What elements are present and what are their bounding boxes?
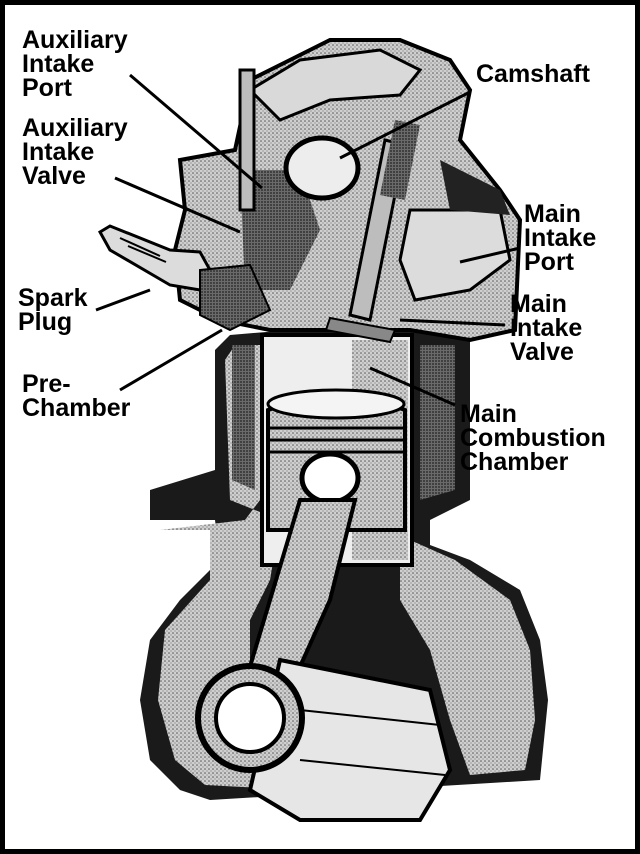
label-main-intake-port: Main Intake Port bbox=[524, 200, 597, 276]
crankcase-right-shading bbox=[400, 540, 535, 775]
label-line: Port bbox=[22, 74, 72, 102]
crankpin-bore bbox=[214, 682, 286, 754]
label-line: Intake bbox=[510, 314, 583, 342]
leader-camshaft bbox=[339, 90, 471, 160]
label-line: Intake bbox=[524, 224, 597, 252]
crank-line-1 bbox=[299, 709, 441, 726]
leader-aux-valve bbox=[114, 176, 241, 234]
water-jacket-right bbox=[420, 345, 455, 500]
camshaft-lobe bbox=[283, 135, 361, 201]
leader-aux-port bbox=[129, 73, 263, 190]
crankcase-wall-shading bbox=[158, 345, 310, 790]
label-line: Main bbox=[524, 200, 581, 228]
label-line: Chamber bbox=[460, 448, 569, 476]
label-camshaft: Camshaft bbox=[476, 60, 590, 88]
label-line: Camshaft bbox=[476, 60, 590, 88]
valve-spring bbox=[380, 120, 420, 200]
crank-line-2 bbox=[299, 759, 446, 776]
label-line: Main bbox=[510, 290, 567, 318]
label-spark-plug: Spark Plug bbox=[18, 284, 88, 336]
label-line: Pre- bbox=[22, 370, 71, 398]
label-line: Combustion bbox=[460, 424, 606, 452]
label-line: Valve bbox=[22, 162, 86, 190]
leader-prechamber bbox=[119, 328, 223, 392]
leader-main-combustion bbox=[369, 366, 456, 407]
label-pre-chamber: Pre- Chamber bbox=[22, 370, 131, 422]
label-line: Auxiliary bbox=[22, 26, 128, 54]
rocker-arm bbox=[247, 48, 423, 122]
head-dark-passages bbox=[240, 170, 320, 290]
spark-plug-rib-2 bbox=[127, 245, 167, 263]
label-line: Intake bbox=[22, 138, 95, 166]
leader-lines bbox=[95, 73, 521, 407]
label-line: Intake bbox=[22, 50, 95, 78]
label-line: Spark bbox=[18, 284, 88, 312]
label-main-intake-valve: Main Intake Valve bbox=[510, 290, 583, 366]
label-line: Port bbox=[524, 248, 574, 276]
label-line: Plug bbox=[18, 308, 73, 336]
label-auxiliary-intake-port: Auxiliary Intake Port bbox=[22, 26, 128, 102]
aux-valve-stem bbox=[238, 68, 256, 212]
wrist-pin bbox=[299, 451, 361, 505]
leader-main-port bbox=[459, 246, 521, 264]
spark-plug-rib-1 bbox=[119, 237, 161, 257]
label-auxiliary-intake-valve: Auxiliary Intake Valve bbox=[22, 114, 128, 190]
head-dark-right bbox=[440, 160, 510, 215]
leader-main-valve bbox=[399, 318, 506, 327]
water-jacket-left bbox=[232, 345, 255, 490]
label-line: Main bbox=[460, 400, 517, 428]
label-line: Auxiliary bbox=[22, 114, 128, 142]
main-valve-head bbox=[324, 316, 397, 344]
label-line: Chamber bbox=[22, 394, 131, 422]
leader-spark-plug bbox=[95, 288, 151, 312]
label-main-combustion-chamber: Main Combustion Chamber bbox=[460, 400, 606, 476]
label-line: Valve bbox=[510, 338, 574, 366]
piston-crown bbox=[266, 388, 406, 420]
pre-chamber bbox=[199, 263, 272, 332]
